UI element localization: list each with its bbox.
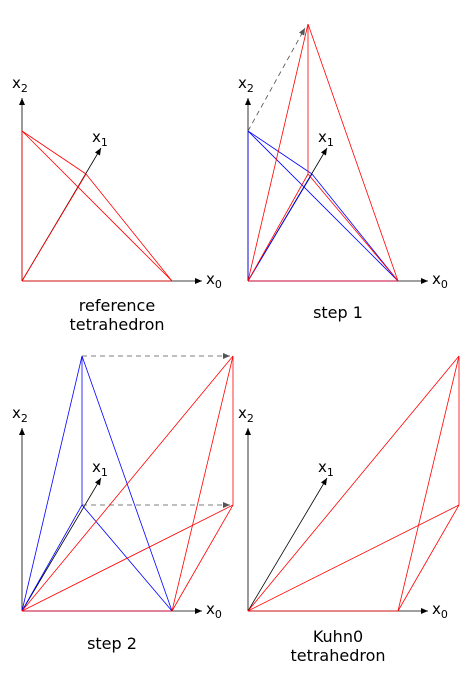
label-x1-reference: x1 — [92, 128, 108, 149]
label-x1-step2: x1 — [92, 458, 108, 479]
dashed-move-arrow-step1 — [247, 27, 306, 132]
panel-step2: x0 x2 x1 — [12, 353, 234, 621]
tetrahedron-transformed-step1 — [247, 23, 399, 282]
axes-reference: x0 x2 x1 — [12, 74, 222, 291]
caption-step2-line1: step 2 — [87, 634, 137, 653]
edge-step2-blue-2 — [21, 355, 83, 612]
edge-step2-red-3 — [21, 504, 234, 612]
tetrahedron-kuhn0 — [247, 355, 460, 612]
tetrahedron-original-step1 — [247, 130, 399, 282]
edge-step1-blue-6 — [311, 173, 399, 282]
edge-kuhn0-6 — [397, 504, 460, 612]
label-x2-step2: x2 — [12, 404, 28, 425]
axis-x1-step2 — [21, 477, 102, 612]
caption-kuhn0: Kuhn0 tetrahedron — [238, 627, 438, 665]
edge-step2-red-6 — [171, 504, 234, 612]
edge-step1-red-2 — [247, 23, 309, 282]
caption-reference: reference tetrahedron — [17, 296, 217, 334]
caption-step1: step 1 — [238, 303, 438, 322]
edge-step2-red-4 — [171, 355, 234, 612]
tetrahedron-reference — [21, 130, 173, 282]
panel-kuhn0: x0 x2 x1 — [238, 355, 460, 621]
label-x2-kuhn0: x2 — [238, 404, 254, 425]
axes-kuhn0: x0 x2 x1 — [238, 404, 448, 621]
edge-step1-red-6 — [307, 173, 399, 282]
edge-step1-red-4 — [307, 23, 399, 282]
caption-reference-line2: tetrahedron — [69, 315, 165, 334]
axes-step2: x0 x2 x1 — [12, 404, 222, 621]
edge-step2-blue-3 — [21, 504, 83, 612]
label-x1-step1: x1 — [318, 128, 334, 149]
axes-step1: x0 x2 x1 — [238, 74, 448, 291]
edge-reference-5 — [21, 130, 87, 175]
label-x2-reference: x2 — [12, 74, 28, 95]
edge-step1-red-3 — [247, 173, 309, 282]
label-x0-step1: x0 — [432, 270, 448, 291]
edge-step2-red-2 — [21, 355, 234, 612]
edge-reference-4 — [21, 130, 173, 282]
caption-kuhn0-line1: Kuhn0 — [312, 627, 364, 646]
panel-reference: x0 x2 x1 — [12, 74, 222, 291]
label-x1-kuhn0: x1 — [318, 458, 334, 479]
caption-step1-line1: step 1 — [313, 303, 363, 322]
caption-kuhn0-line2: tetrahedron — [290, 646, 386, 665]
axis-x1-kuhn0 — [247, 477, 328, 612]
edge-step1-blue-4 — [247, 130, 399, 282]
edge-kuhn0-3 — [247, 504, 460, 612]
tetrahedron-transformed-step2 — [21, 355, 234, 612]
edge-reference-6 — [85, 173, 173, 282]
edge-kuhn0-4 — [397, 355, 460, 612]
edge-kuhn0-2 — [247, 355, 460, 612]
panel-step1: x0 x2 x1 — [238, 23, 448, 291]
caption-reference-line1: reference — [78, 296, 156, 315]
label-x0-step2: x0 — [206, 600, 222, 621]
edge-step1-blue-3 — [247, 173, 313, 282]
label-x2-step1: x2 — [238, 74, 254, 95]
label-x0-kuhn0: x0 — [432, 600, 448, 621]
edge-reference-3 — [21, 173, 87, 282]
caption-step2: step 2 — [12, 634, 212, 653]
label-x0-reference: x0 — [206, 270, 222, 291]
edge-step1-blue-5 — [247, 130, 313, 175]
